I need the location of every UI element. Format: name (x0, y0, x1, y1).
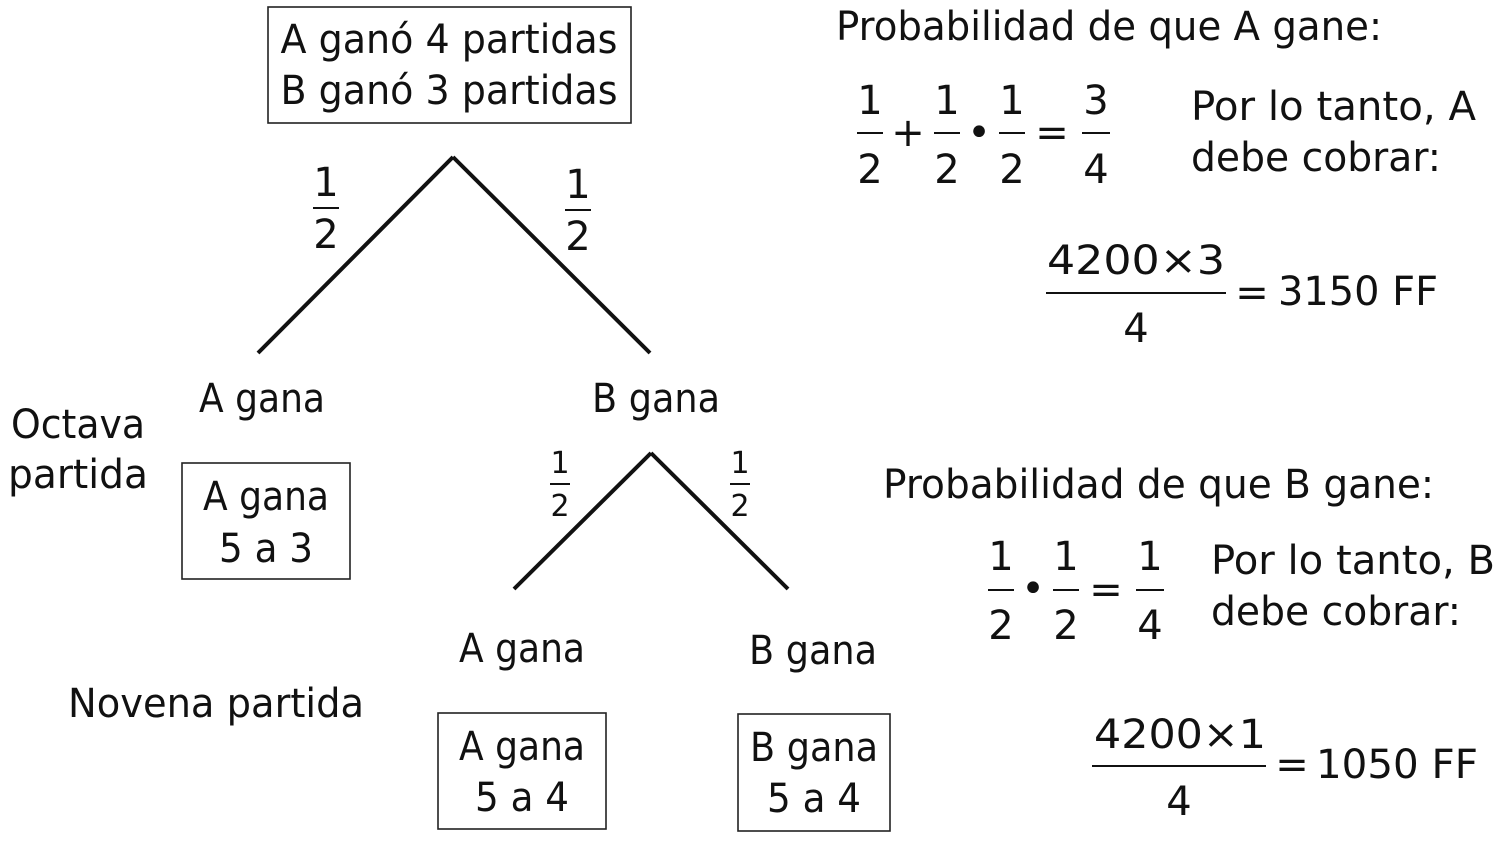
level2-b-gana: B gana (749, 628, 877, 674)
prob-root-b: 1 2 (565, 162, 591, 260)
branch-b-to-a (512, 451, 653, 591)
calc-b-res-den: 4 (1137, 603, 1162, 649)
calc-b-payout-num: 4200×1 (1094, 712, 1266, 758)
calc-b-f1-den: 2 (988, 603, 1013, 649)
calc-a-f1-den: 2 (857, 147, 882, 193)
calc-b-conclusion-line-2: debe cobrar: (1211, 589, 1461, 635)
result-a-wins-5-4: A gana 5 a 4 (437, 712, 607, 830)
result-b-wins-5-4: B gana 5 a 4 (737, 713, 891, 832)
calc-b-f2-num: 1 (1053, 534, 1078, 580)
prob-b-a-num: 1 (550, 446, 569, 481)
calc-b-conclusion-line-1: Por lo tanto, B (1211, 538, 1495, 584)
calc-a-dot: • (967, 110, 991, 156)
calc-a-heading: Probabilidad de que A gane: (836, 4, 1382, 50)
calc-a-payout-result: 3150 FF (1278, 269, 1438, 315)
prob-root-b-num: 1 (565, 162, 590, 208)
calc-b-heading: Probabilidad de que B gane: (883, 462, 1434, 508)
calc-a-res-den: 4 (1083, 147, 1108, 193)
result-a-wins-5-4-line-2: 5 a 4 (475, 775, 569, 821)
calc-b-dot: • (1021, 566, 1045, 612)
root-node: A ganó 4 partidas B ganó 3 partidas (267, 6, 632, 124)
calc-a-conclusion-line-2: debe cobrar: (1191, 135, 1441, 181)
prob-root-a-den: 2 (313, 212, 338, 258)
calc-a-f1-num: 1 (857, 78, 882, 124)
calc-b-payout-den: 4 (1166, 779, 1191, 825)
calc-a-payout-den: 4 (1123, 306, 1148, 352)
calc-a-payout-num: 4200×3 (1047, 238, 1225, 284)
calc-a-res-num: 3 (1083, 78, 1108, 124)
calc-b-res-num: 1 (1137, 534, 1162, 580)
calc-a-f2-num: 1 (934, 78, 959, 124)
prob-root-a-num: 1 (313, 160, 338, 206)
root-line-1: A ganó 4 partidas (281, 17, 618, 63)
level1-b-gana: B gana (592, 376, 720, 422)
calc-b-payout: 4200×1 4 = 1050 FF (1092, 712, 1478, 825)
prob-root-b-den: 2 (565, 214, 590, 260)
octava-label-line-2: partida (8, 452, 148, 498)
branch-root-to-b (451, 155, 652, 355)
calc-a-plus: + (891, 110, 925, 156)
prob-b-b-num: 1 (730, 446, 749, 481)
root-line-2: B ganó 3 partidas (281, 68, 618, 114)
result-b-wins-5-4-line-2: 5 a 4 (767, 776, 861, 822)
prob-b-a: 1 2 (550, 446, 570, 524)
calc-a-payout: 4200×3 4 = 3150 FF (1046, 238, 1438, 352)
result-a-wins-5-3-box (181, 462, 351, 580)
octava-label-line-1: Octava (11, 402, 145, 448)
calc-a-eq: = (1035, 110, 1069, 156)
novena-label: Novena partida (68, 681, 364, 727)
prob-root-a: 1 2 (313, 160, 339, 258)
result-a-wins-5-4-line-1: A gana (459, 724, 585, 770)
branch-root-to-a (256, 155, 455, 355)
result-a-wins-5-3-line-1: A gana (203, 474, 329, 520)
calc-a-payout-eq: = (1235, 270, 1269, 316)
calc-a-f2-den: 2 (934, 147, 959, 193)
result-b-wins-5-4-box (737, 713, 891, 832)
result-b-wins-5-4-line-1: B gana (750, 725, 878, 771)
calc-b-f1-num: 1 (988, 534, 1013, 580)
calc-a-f3-den: 2 (999, 147, 1024, 193)
result-a-wins-5-3: A gana 5 a 3 (181, 462, 351, 580)
prob-b-b-den: 2 (730, 489, 749, 524)
calc-a-conclusion-line-1: Por lo tanto, A (1191, 84, 1477, 130)
prob-b-b: 1 2 (730, 446, 750, 524)
calc-b-payout-eq: = (1275, 742, 1309, 788)
level2-a-gana: A gana (459, 626, 585, 672)
calc-a-formula: 1 2 + 1 2 • 1 2 = 3 4 (857, 78, 1110, 193)
calc-a-f3-num: 1 (999, 78, 1024, 124)
root-box (267, 6, 632, 124)
level1-a-gana: A gana (199, 376, 325, 422)
calc-b-formula: 1 2 • 1 2 = 1 4 (988, 534, 1164, 649)
calc-b-eq: = (1089, 567, 1123, 613)
calc-b-f2-den: 2 (1053, 603, 1078, 649)
calc-b-payout-result: 1050 FF (1316, 742, 1478, 788)
result-a-wins-5-3-line-2: 5 a 3 (219, 526, 313, 572)
branch-b-to-b (649, 451, 790, 591)
prob-b-a-den: 2 (550, 489, 569, 524)
result-a-wins-5-4-box (437, 712, 607, 830)
